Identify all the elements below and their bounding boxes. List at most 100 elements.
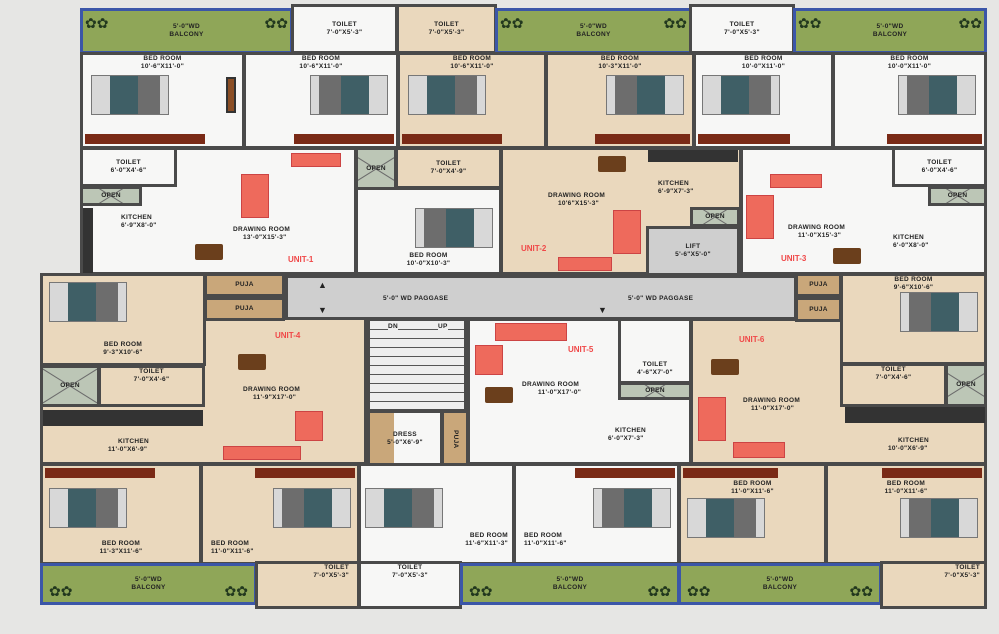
plant-icon: ✿✿ <box>500 15 524 31</box>
sofa <box>223 446 301 460</box>
puja-room: PUJA <box>795 297 842 322</box>
dining-table <box>238 354 266 370</box>
sofa <box>770 174 822 188</box>
sofa <box>241 174 269 218</box>
arrow-down-icon: ▼ <box>318 305 327 315</box>
bed-icon <box>49 488 127 528</box>
dining-table <box>833 248 861 264</box>
sofa <box>558 257 612 271</box>
unit-1-drawing-room: DRAWING ROOM 13'-0"X15'-3" UNIT-1 KITCHE… <box>80 147 357 275</box>
sofa <box>495 323 567 341</box>
unit-5-open-shaft: OPEN <box>618 382 692 400</box>
unit-3-drawing-room: DRAWING ROOM 11'-0"X15'-3" KITCHEN 6'-0"… <box>740 147 987 275</box>
sofa <box>698 397 726 441</box>
unit-6-open-shaft: OPEN <box>945 363 987 407</box>
plant-icon: ✿✿ <box>798 15 822 31</box>
unit-3-open-shaft: OPEN <box>928 186 987 206</box>
plant-icon: ✿✿ <box>49 583 73 599</box>
sofa <box>733 442 785 458</box>
bed-icon <box>49 282 127 322</box>
wardrobe <box>575 468 675 478</box>
bed-icon <box>593 488 671 528</box>
bed-icon <box>310 75 388 115</box>
plant-icon: ✿✿ <box>687 583 711 599</box>
dining-table <box>598 156 626 172</box>
puja-room: PUJA <box>204 273 285 297</box>
wardrobe <box>683 468 778 478</box>
plant-icon: ✿✿ <box>264 15 288 31</box>
tv-unit <box>226 77 236 113</box>
wardrobe <box>887 134 982 144</box>
kitchen-counter <box>845 407 985 423</box>
wardrobe <box>255 468 355 478</box>
arrow-down-icon: ▼ <box>598 305 607 315</box>
bed-icon <box>91 75 169 115</box>
wardrobe <box>85 134 205 144</box>
plant-icon: ✿✿ <box>849 583 873 599</box>
staircase: DN UP <box>367 318 467 412</box>
unit-2-open-shaft: OPEN <box>690 207 740 227</box>
plant-icon: ✿✿ <box>647 583 671 599</box>
wardrobe <box>595 134 690 144</box>
plant-icon: ✿✿ <box>85 15 109 31</box>
unit-4-open-shaft: OPEN <box>40 365 100 407</box>
wardrobe <box>882 468 982 478</box>
dining-table <box>711 359 739 375</box>
plant-icon: ✿✿ <box>469 583 493 599</box>
kitchen-counter <box>648 150 738 162</box>
bed-icon <box>687 498 765 538</box>
wardrobe <box>45 468 155 478</box>
plant-icon: ✿✿ <box>663 15 687 31</box>
dining-table <box>485 387 513 403</box>
puja-room: PUJA <box>441 410 469 468</box>
kitchen-counter <box>83 208 93 273</box>
puja-room: PUJA <box>795 273 842 297</box>
bed-icon <box>900 292 978 332</box>
sofa <box>295 411 323 441</box>
unit-1-open-shaft: OPEN <box>80 186 142 206</box>
plant-icon: ✿✿ <box>958 15 982 31</box>
bed-icon <box>408 75 486 115</box>
bed-icon <box>365 488 443 528</box>
wardrobe <box>294 134 394 144</box>
bed-icon <box>900 498 978 538</box>
sofa <box>291 153 341 167</box>
wardrobe <box>698 134 790 144</box>
passage: 5'-0" WD PAGGASE 5'-0" WD PAGGASE ▲ ▼ ▼ <box>285 275 797 320</box>
puja-room: PUJA <box>204 297 285 321</box>
plant-icon: ✿✿ <box>224 583 248 599</box>
bed-icon <box>702 75 780 115</box>
arrow-up-icon: ▲ <box>318 280 327 290</box>
sofa <box>746 195 774 239</box>
